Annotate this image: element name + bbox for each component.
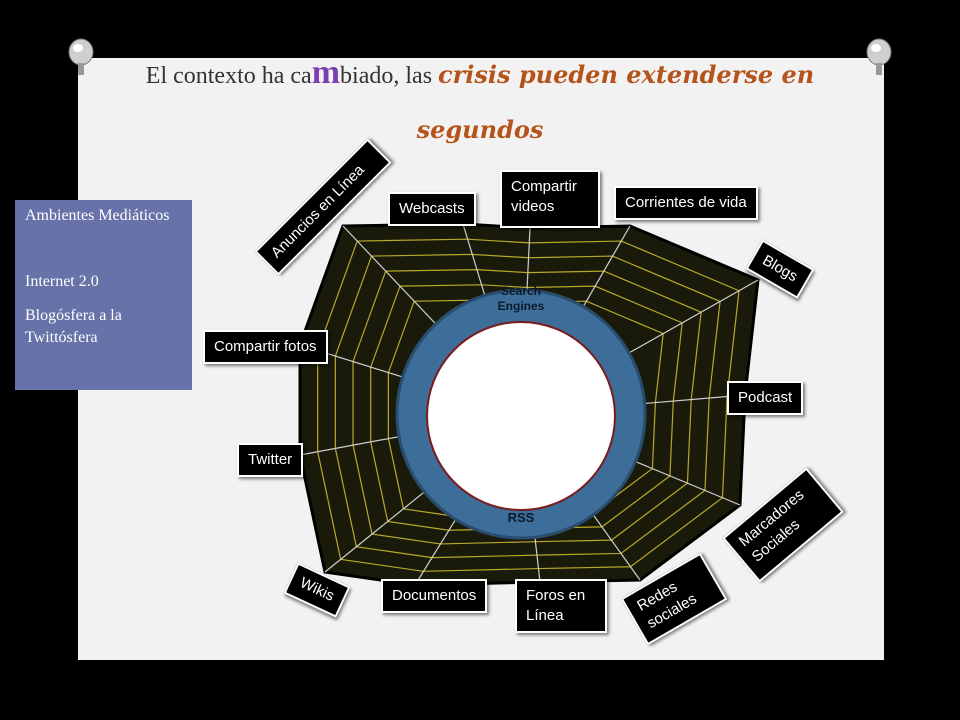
web-ring [370,284,683,531]
pushpin-left-icon [68,38,94,75]
slide-title: El contexto ha cambiado, las crisis pued… [100,46,860,158]
node-foros: Foros en Línea [515,579,607,633]
title-highlight: crisis pueden extenderse en segundos [416,60,815,144]
sidebar-box: Ambientes Mediáticos Internet 2.0 Blogós… [15,200,192,390]
sidebar-line-ambientes: Ambientes Mediáticos [25,207,170,224]
rss-label: RSS [507,510,535,525]
sidebar-line-internet: Internet 2.0 [25,273,99,290]
node-corrientes: Corrientes de vida [614,186,758,220]
title-part2: biado, las [340,63,439,89]
pushpin-right-icon [866,38,892,75]
node-documentos: Documentos [381,579,488,613]
node-compartir-videos: Compartir videos [500,170,600,228]
node-podcast: Podcast [727,381,804,415]
node-compartir-fotos: Compartir fotos [203,330,328,364]
web-ring [317,238,740,572]
title-big-letter: m [311,54,341,91]
web-ring [334,253,721,559]
search-engines-label: Search Engines [497,284,545,313]
center-circle [426,321,616,511]
sidebar-line-blogosfera: Blogósfera a la Twittósfera [25,307,122,346]
web-ring [352,268,702,545]
node-webcasts: Webcasts [388,192,476,226]
title-part1: El contexto ha ca [145,63,312,89]
node-twitter: Twitter [237,443,304,477]
